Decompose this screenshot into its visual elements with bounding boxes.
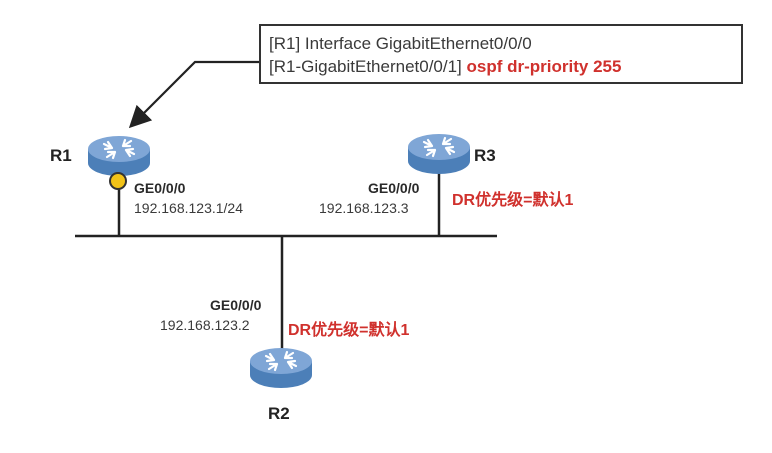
router-icon xyxy=(248,342,314,392)
router-icon xyxy=(86,130,152,180)
interface-marker-icon xyxy=(109,172,127,190)
command-line-2-prefix: [R1-GigabitEthernet0/0/1] xyxy=(269,57,467,76)
router-icon xyxy=(406,128,472,178)
command-highlight: ospf dr-priority 255 xyxy=(466,57,622,76)
callout-arrow xyxy=(128,60,259,129)
r1-ip: 192.168.123.1/24 xyxy=(134,200,243,216)
r1-interface: GE0/0/0 xyxy=(134,180,186,196)
r2-label: R2 xyxy=(268,404,290,423)
r2-ip: 192.168.123.2 xyxy=(160,317,250,333)
r3-label: R3 xyxy=(474,146,496,165)
r3-priority-note: DR优先级=默认1 xyxy=(452,192,574,209)
command-line-1: [R1] Interface GigabitEthernet0/0/0 xyxy=(269,34,532,53)
command-box: [R1] Interface GigabitEthernet0/0/0 [R1-… xyxy=(259,24,743,84)
r1-label: R1 xyxy=(50,146,72,165)
command-line-2: [R1-GigabitEthernet0/0/1] ospf dr-priori… xyxy=(269,55,741,78)
r3-interface: GE0/0/0 xyxy=(368,180,420,196)
r2-priority-note: DR优先级=默认1 xyxy=(288,322,410,339)
r2-interface: GE0/0/0 xyxy=(210,297,262,313)
r3-ip: 192.168.123.3 xyxy=(319,200,409,216)
